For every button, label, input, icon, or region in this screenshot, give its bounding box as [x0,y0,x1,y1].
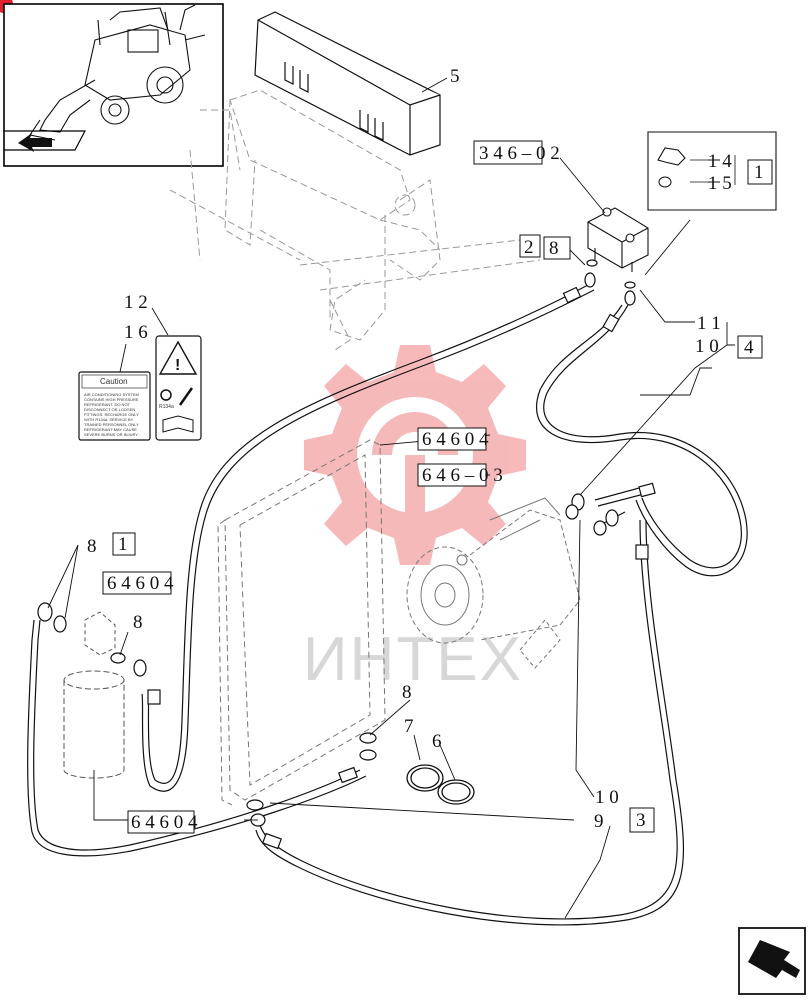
callout-10-top: 1 0 [695,336,719,357]
callout-8-left: 8 [87,536,97,557]
hoses [27,284,748,926]
caution-text-lines: AIR CONDITIONING SYSTEM CONTAINS HIGH PR… [84,392,139,437]
callout-6: 6 [432,731,442,752]
expansion-valve [587,207,649,272]
warning-decal: ! R134a [155,335,202,441]
callout-ref-3: 3 [636,810,646,831]
callout-646-03: 6 4 6 – 0 3 [422,465,503,486]
caution-decal: Caution AIR CONDITIONING SYSTEM CONTAINS… [78,371,151,441]
callout-9: 9 [594,811,604,832]
callout-ref-1-top: 1 [754,162,764,183]
wrench-icon [178,387,194,406]
callout-10-bottom: 1 0 [595,787,619,808]
receiver-drier [63,611,125,779]
callouts: 5 3 4 6 – 0 2 1 4 1 5 1 2 8 1 1 1 0 4 1 … [87,66,764,834]
gear-icon [160,389,172,401]
svg-text:REFRIGERANT. DO NOT: REFRIGERANT. DO NOT [84,402,131,407]
callout-ref-1-left: 1 [118,534,128,555]
callout-8-mid: 8 [133,612,143,633]
callout-12: 1 2 [124,292,148,313]
svg-text:CONTAINS HIGH PRESSURE: CONTAINS HIGH PRESSURE [84,397,139,402]
callout-ref-2: 2 [524,237,534,258]
svg-text:TRAINED PERSONNEL ONLY: TRAINED PERSONNEL ONLY [84,422,139,427]
callout-15: 1 5 [708,173,732,194]
thumbnail-panel [3,3,224,167]
callout-11: 1 1 [697,313,721,334]
callout-7: 7 [404,716,414,737]
svg-text:WITH R134a. SERVICE BY: WITH R134a. SERVICE BY [84,417,134,422]
callout-8-bottom: 8 [402,682,412,703]
callout-646-04-left: 6 4 6 0 4 [107,573,174,594]
callout-646-04-mid: 6 4 6 0 4 [422,429,489,450]
hose-clamps [406,764,475,805]
callout-ref-4: 4 [744,337,754,358]
callout-8-top: 8 [549,238,559,259]
callout-5: 5 [450,66,460,87]
prev-page-arrow-icon[interactable] [18,133,52,152]
svg-text:SEVERE BURNS OR INJURY: SEVERE BURNS OR INJURY [84,432,138,437]
callout-14: 1 4 [708,151,732,172]
part-5-foam-block [254,11,441,156]
svg-text:FITTINGS. RECHARGE ONLY: FITTINGS. RECHARGE ONLY [84,412,139,417]
svg-text:AIR CONDITIONING SYSTEM: AIR CONDITIONING SYSTEM [84,392,139,397]
condenser [217,439,386,806]
next-page-button[interactable] [738,927,806,995]
next-page-arrow-icon [748,940,800,978]
watermark: ИНТЕХ [303,345,526,694]
machine-frame [169,89,541,351]
manual-book-icon [162,415,194,433]
callout-646-04-bottom: 6 4 6 0 4 [131,812,198,833]
callout-346-02: 3 4 6 – 0 2 [479,143,560,164]
watermark-text: ИНТЕХ [303,625,523,694]
callout-16: 1 6 [124,322,148,343]
compressor [406,497,581,669]
svg-text:DISCONNECT OR LOOSEN: DISCONNECT OR LOOSEN [84,407,135,412]
clip-detail-box [647,131,777,211]
leader-lines [47,77,735,919]
exclamation-icon: ! [175,357,180,374]
warning-code: R134a [159,404,174,410]
warning-triangle-icon [158,340,198,375]
svg-text:REFRIGERANT MAY CAUSE: REFRIGERANT MAY CAUSE [84,427,137,432]
caution-heading: Caution [100,377,128,386]
